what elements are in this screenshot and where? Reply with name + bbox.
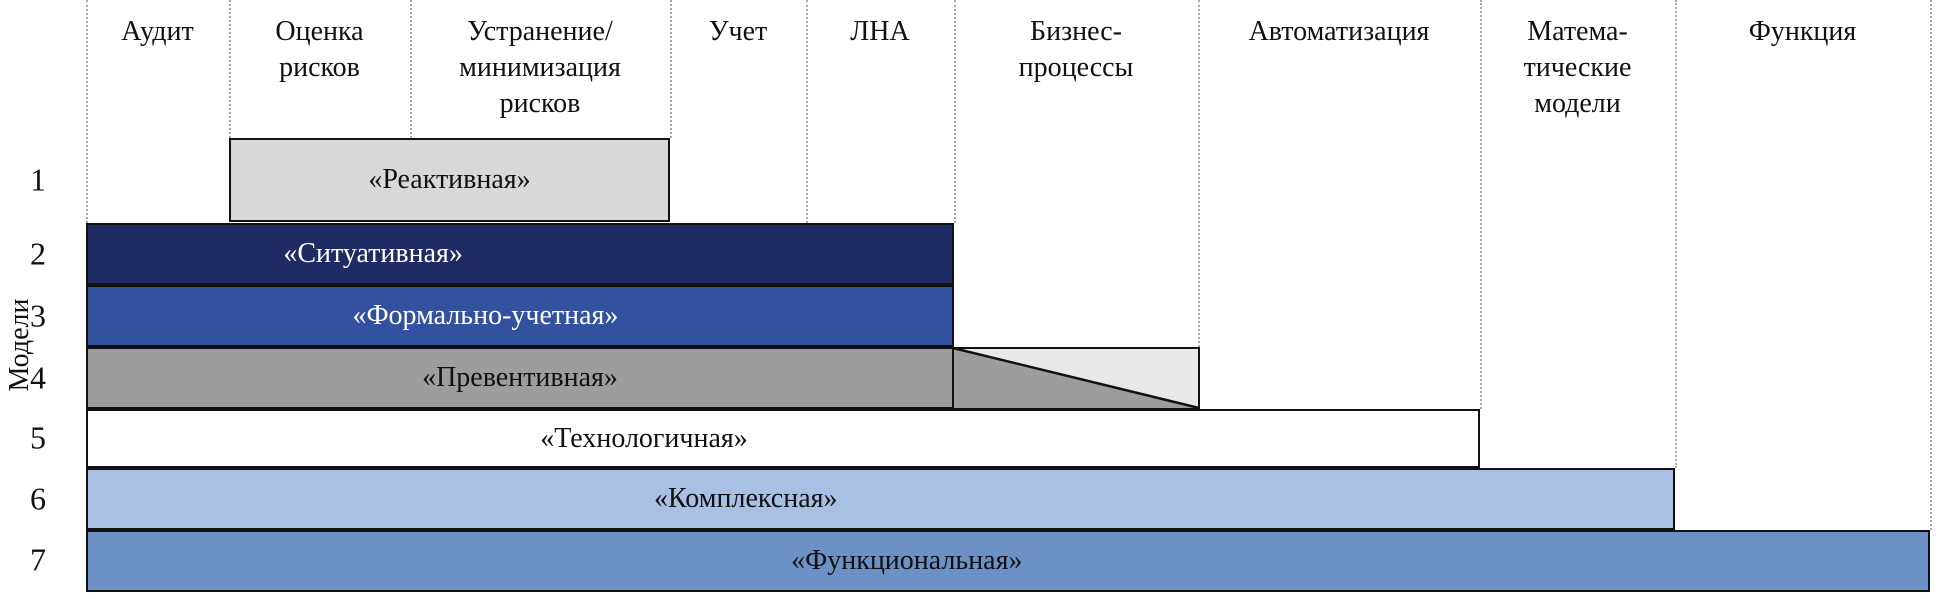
bar-reactive-label: «Реактивная» <box>368 164 531 195</box>
bar-functional: «Функциональная» <box>86 530 1930 592</box>
bar-complex: «Комплексная» <box>86 468 1675 530</box>
row-number-2: 2 <box>30 235 46 272</box>
bar-functional-label: «Функциональная» <box>791 545 1023 576</box>
bar-formal-accounting: «Формально-учетная» <box>86 285 954 347</box>
column-header-business-processes: Бизнес- процессы <box>1018 16 1134 83</box>
bar-complex-label: «Комплексная» <box>654 483 838 514</box>
bar-situational: «Ситуативная» <box>86 223 954 285</box>
row-number-4: 4 <box>30 359 46 396</box>
bar-formal-accounting-label: «Формально-учетная» <box>352 300 619 331</box>
row-number-5: 5 <box>30 419 46 456</box>
column-header-lna: ЛНА <box>850 16 910 47</box>
bar-preventive: «Превентивная» <box>86 347 954 409</box>
column-header-risk-assessment: Оценка рисков <box>275 16 364 83</box>
bar-preventive-label: «Превентивная» <box>422 362 618 393</box>
column-divider-line <box>1198 0 1200 347</box>
column-divider-line <box>954 0 956 223</box>
row-number-6: 6 <box>30 480 46 517</box>
column-divider-line <box>1480 0 1482 409</box>
column-header-audit: Аудит <box>121 16 194 47</box>
column-header-math-models: Матема- тические модели <box>1523 16 1632 119</box>
column-header-accounting: Учет <box>708 16 768 47</box>
bar-technological: «Технологичная» <box>86 409 1480 468</box>
column-header-risk-mitigation: Устранение/ минимизация рисков <box>459 16 621 119</box>
bar-technological-label: «Технологичная» <box>540 422 748 454</box>
column-divider-line <box>86 0 88 223</box>
bar-reactive: «Реактивная» <box>229 138 670 222</box>
column-header-function: Функция <box>1748 16 1857 47</box>
taper-svg <box>952 347 1200 409</box>
column-divider-line <box>1675 0 1677 468</box>
bar-situational-label: «Ситуативная» <box>283 238 463 269</box>
column-divider-line <box>410 0 412 138</box>
row-number-3: 3 <box>30 297 46 334</box>
column-header-automation: Автоматизация <box>1248 16 1430 47</box>
row-number-7: 7 <box>30 541 46 578</box>
row-number-1: 1 <box>30 161 46 198</box>
column-divider-line <box>1930 0 1932 530</box>
preventive-taper-shape <box>952 347 1200 409</box>
column-divider-line <box>229 0 231 138</box>
column-divider-line <box>806 0 808 223</box>
column-divider-line <box>670 0 672 138</box>
